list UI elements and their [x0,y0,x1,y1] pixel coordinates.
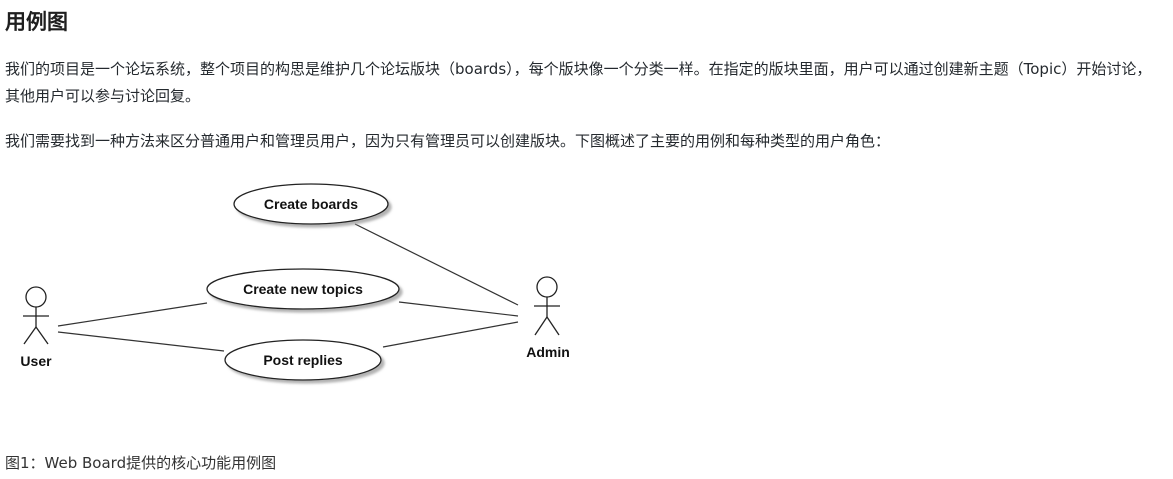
use-case-create-new-topics: Create new topics [206,268,400,310]
roles-paragraph: 我们需要找到一种方法来区分普通用户和管理员用户，因为只有管理员可以创建版块。下图… [5,132,891,150]
association-user-post-replies [57,331,225,352]
association-user-create-new-topics [57,302,208,327]
association-admin-post-replies [382,321,519,348]
actor-user-label: User [20,353,52,369]
actor-admin [534,276,560,336]
actor-user-head-icon [25,286,47,308]
figure-caption: 图1：Web Board提供的核心功能用例图 [5,454,277,472]
use-case-create-boards-label: Create boards [264,196,358,212]
use-case-post-replies: Post replies [224,339,382,381]
association-admin-create-boards [354,223,519,306]
actor-admin-label: Admin [526,344,570,360]
use-case-diagram: Create boards Create new topics Post rep… [20,183,570,381]
use-case-create-new-topics-label: Create new topics [243,281,363,297]
use-case-post-replies-label: Post replies [263,352,343,368]
use-case-create-boards: Create boards [233,183,389,225]
actor-user [23,286,49,345]
actor-admin-head-icon [536,276,558,298]
intro-paragraph: 我们的项目是一个论坛系统，整个项目的构思是维护几个论坛版块（boards），每个… [5,60,1152,105]
association-admin-create-new-topics [398,301,519,317]
section-title: 用例图 [5,10,68,34]
